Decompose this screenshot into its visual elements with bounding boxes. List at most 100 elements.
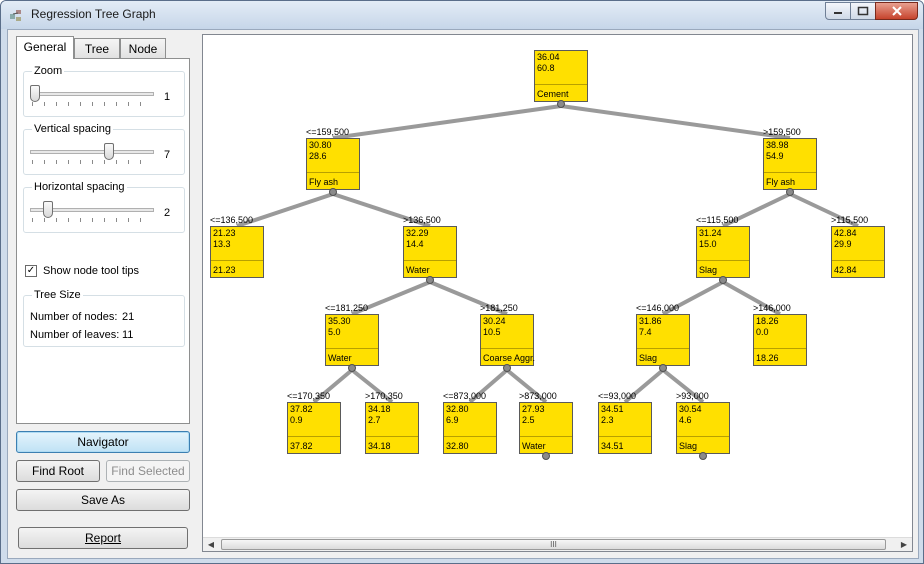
node-mean-value: 18.26 <box>756 316 779 326</box>
report-button[interactable]: Report <box>18 527 188 549</box>
find-root-button[interactable]: Find Root <box>16 460 100 482</box>
client-area: General Tree Node Zoom 1 Vertical spacin… <box>7 29 919 559</box>
save-as-button[interactable]: Save As <box>16 489 190 511</box>
node-divider <box>307 172 359 173</box>
node-expand-handle[interactable] <box>557 100 565 108</box>
tree-edge <box>661 368 705 404</box>
vertical-spacing-slider-track[interactable] <box>30 150 154 154</box>
navigator-button[interactable]: Navigator <box>16 431 190 453</box>
node-percent-value: 2.7 <box>368 415 381 425</box>
node-divider <box>288 436 340 437</box>
node-divider <box>764 172 816 173</box>
zoom-slider-track[interactable] <box>30 92 154 96</box>
split-condition-label: >146,000 <box>753 303 791 313</box>
node-percent-value: 2.3 <box>601 415 614 425</box>
node-expand-handle[interactable] <box>659 364 667 372</box>
node-divider <box>677 436 729 437</box>
minimize-button[interactable] <box>825 2 851 20</box>
split-condition-label: <=181,250 <box>325 303 369 313</box>
split-condition-label: <=873,000 <box>443 391 487 401</box>
tree-edge <box>351 280 431 316</box>
tab-tree[interactable]: Tree <box>74 38 120 58</box>
split-condition-label: >159,500 <box>763 127 801 137</box>
zoom-label: Zoom <box>32 65 65 77</box>
node-split-label: 37.82 <box>290 441 313 451</box>
node-mean-value: 31.86 <box>639 316 662 326</box>
node-split-label: Slag <box>679 441 698 451</box>
node-expand-handle[interactable] <box>699 452 707 460</box>
split-condition-label: <=170,350 <box>287 391 331 401</box>
node-percent-value: 14.4 <box>406 239 424 249</box>
tree-edge <box>332 104 562 140</box>
node-expand-handle[interactable] <box>426 276 434 284</box>
tab-general[interactable]: General <box>16 36 74 59</box>
horizontal-spacing-slider-track[interactable] <box>30 208 154 212</box>
node-split-label: Water <box>406 265 430 275</box>
node-expand-handle[interactable] <box>542 452 550 460</box>
scroll-right-icon[interactable]: ▶ <box>900 540 908 549</box>
zoom-slider-thumb[interactable] <box>30 85 40 102</box>
scroll-left-icon[interactable]: ◀ <box>207 540 215 549</box>
horizontal-spacing-label: Horizontal spacing <box>32 181 127 193</box>
tab-node[interactable]: Node <box>120 38 166 58</box>
node-mean-value: 32.80 <box>446 404 469 414</box>
vertical-spacing-slider-thumb[interactable] <box>104 143 115 160</box>
node-divider <box>211 260 263 261</box>
node-percent-value: 60.8 <box>537 63 555 73</box>
node-mean-value: 34.51 <box>601 404 624 414</box>
app-icon <box>10 10 21 21</box>
show-tooltips-label[interactable]: Show node tool tips <box>43 265 140 277</box>
node-percent-value: 29.9 <box>834 239 852 249</box>
close-icon <box>891 6 902 16</box>
tree-size-group: Tree Size Number of nodes: 21 Number of … <box>23 289 185 347</box>
node-split-label: Water <box>328 353 352 363</box>
node-percent-value: 13.3 <box>213 239 231 249</box>
node-expand-handle[interactable] <box>719 276 727 284</box>
close-button[interactable] <box>875 2 918 20</box>
node-expand-handle[interactable] <box>786 188 794 196</box>
show-tooltips-checkbox[interactable]: ✓ <box>25 265 37 277</box>
node-mean-value: 32.29 <box>406 228 429 238</box>
scroll-thumb[interactable]: III <box>221 539 886 550</box>
tree-edge <box>623 368 665 404</box>
horizontal-spacing-slider-thumb[interactable] <box>42 201 53 218</box>
horizontal-scrollbar[interactable]: ◀ III ▶ <box>203 537 912 551</box>
vertical-spacing-label: Vertical spacing <box>32 123 114 135</box>
nodes-count-value: 21 <box>122 311 135 323</box>
node-mean-value: 37.82 <box>290 404 313 414</box>
split-condition-label: >181,250 <box>480 303 518 313</box>
maximize-button[interactable] <box>850 2 876 20</box>
node-mean-value: 30.24 <box>483 316 506 326</box>
node-divider <box>697 260 749 261</box>
tree-edge <box>789 192 859 228</box>
node-expand-handle[interactable] <box>329 188 337 196</box>
node-mean-value: 30.80 <box>309 140 332 150</box>
node-split-label: Coarse Aggr. <box>483 353 536 363</box>
node-expand-handle[interactable] <box>348 364 356 372</box>
node-percent-value: 10.5 <box>483 327 501 337</box>
horizontal-spacing-value: 2 <box>164 207 171 219</box>
title-bar[interactable]: Regression Tree Graph <box>1 1 923 29</box>
node-expand-handle[interactable] <box>503 364 511 372</box>
node-divider <box>832 260 884 261</box>
tree-edge <box>468 368 509 404</box>
node-mean-value: 35.30 <box>328 316 351 326</box>
